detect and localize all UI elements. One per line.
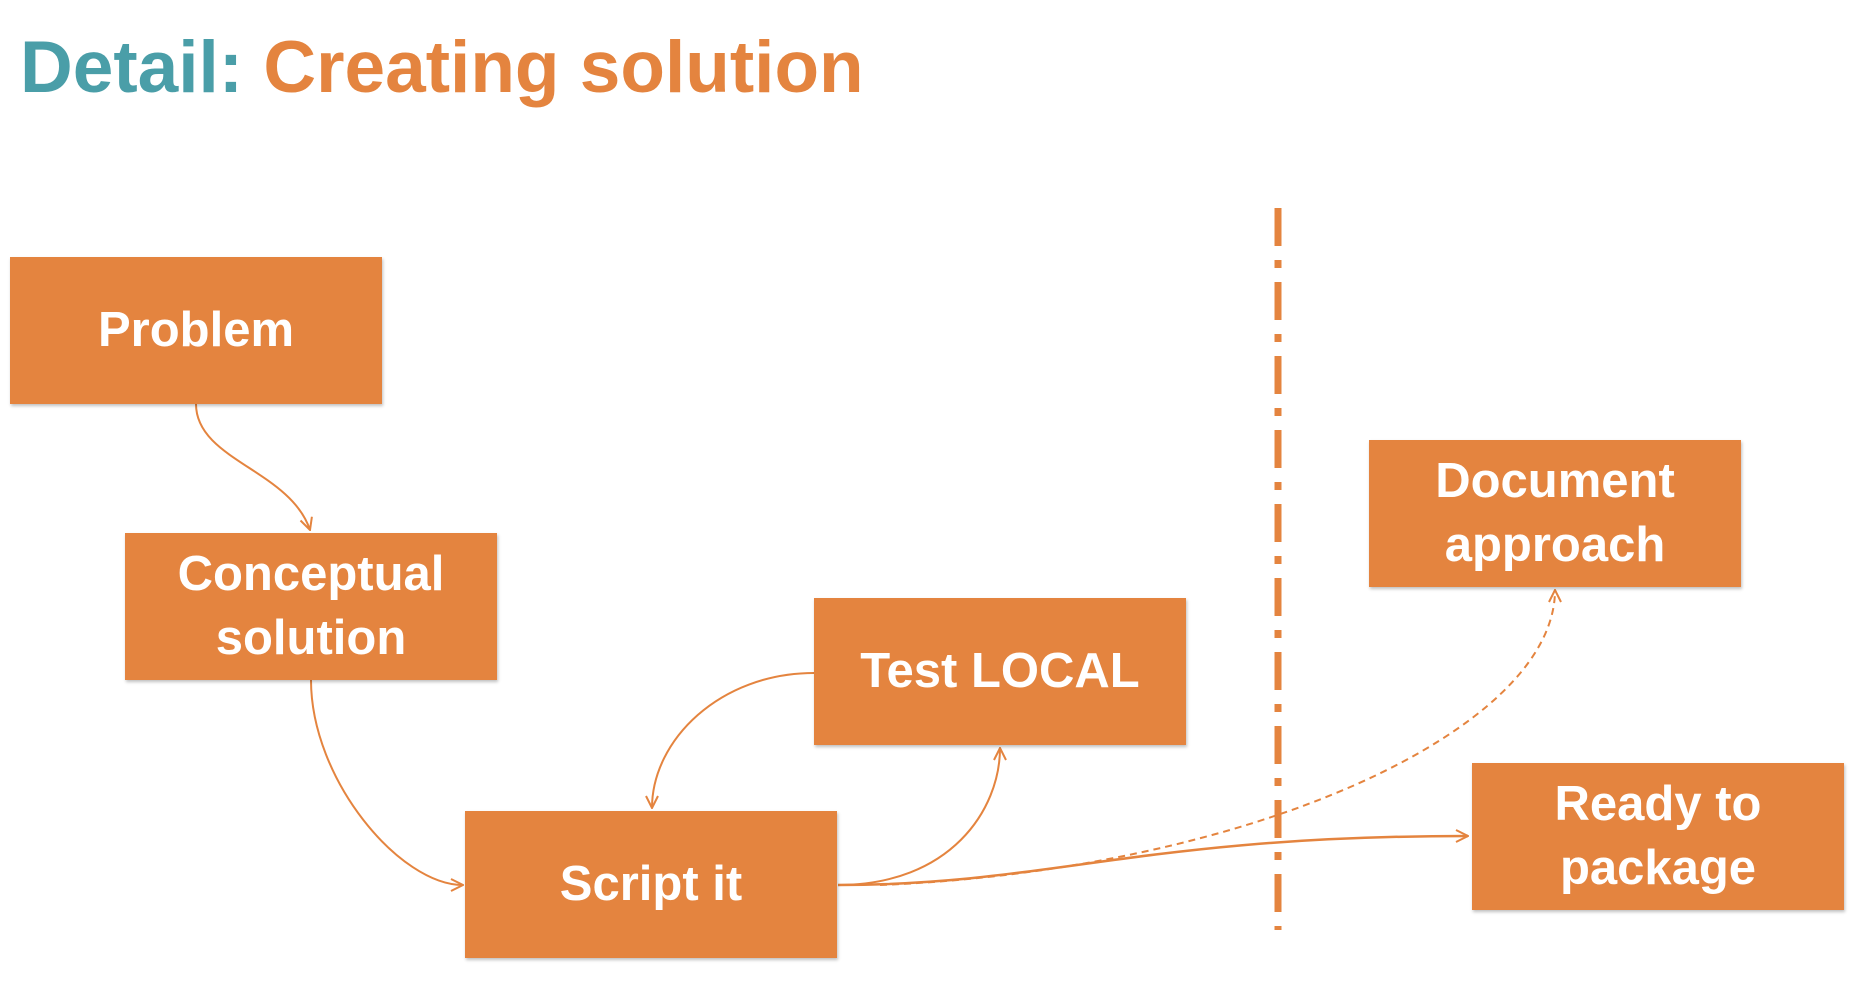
arrow-test-to-script bbox=[652, 672, 815, 808]
ready-to-package-label-line1: Ready to bbox=[1554, 776, 1762, 831]
conceptual-solution-label-line1: Conceptual bbox=[177, 546, 445, 601]
document-approach-label-line2: approach bbox=[1444, 517, 1666, 572]
test-local-label: Test LOCAL bbox=[860, 643, 1140, 698]
script-it-label: Script it bbox=[559, 856, 743, 911]
conceptual-solution-box: Conceptual solution bbox=[125, 533, 497, 680]
arrow-problem-to-conceptual bbox=[195, 403, 310, 530]
conceptual-solution-label-line2: solution bbox=[215, 610, 407, 665]
title-prefix: Detail: bbox=[20, 27, 244, 108]
title-main: Creating solution bbox=[263, 27, 864, 108]
document-approach-label-line1: Document bbox=[1435, 453, 1675, 508]
ready-to-package-box: Ready to package bbox=[1472, 763, 1844, 910]
arrow-script-to-test bbox=[837, 748, 1000, 886]
test-local-box: Test LOCAL bbox=[814, 598, 1186, 745]
arrow-conceptual-to-script bbox=[310, 679, 463, 885]
document-approach-box: Document approach bbox=[1369, 440, 1741, 587]
arrow-script-to-ready bbox=[837, 836, 1468, 887]
ready-to-package-label-line2: package bbox=[1559, 840, 1757, 895]
script-it-box: Script it bbox=[465, 811, 837, 958]
page-title: Detail: Creating solution bbox=[20, 27, 864, 108]
problem-label: Problem bbox=[97, 302, 295, 357]
problem-box: Problem bbox=[10, 257, 382, 404]
